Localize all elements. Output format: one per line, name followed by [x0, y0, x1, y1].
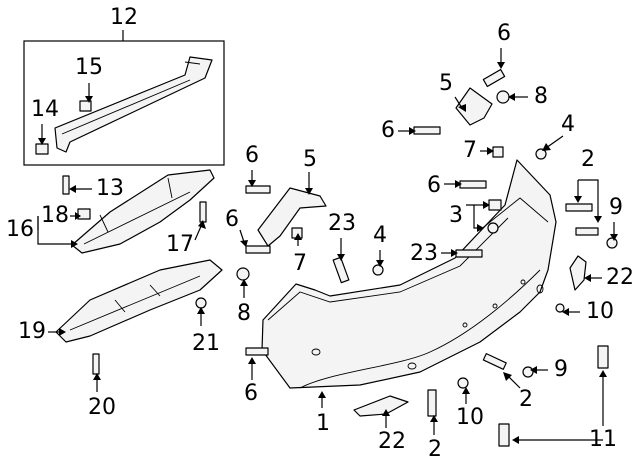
callout-6-b: 6 — [225, 207, 239, 232]
callout-1: 1 — [316, 411, 330, 436]
callout-6-a: 6 — [245, 143, 259, 168]
callout-17: 17 — [166, 232, 194, 257]
callout-18: 18 — [41, 203, 69, 228]
side-reflector — [569, 255, 587, 291]
callout-6-f: 6 — [427, 173, 441, 198]
callout-21: 21 — [192, 331, 220, 356]
fasteners — [62, 68, 618, 447]
callout-6-d: 6 — [497, 21, 511, 46]
side-bracket-center — [257, 187, 327, 247]
callout-2-c: 2 — [519, 387, 533, 412]
lower-shield — [55, 259, 223, 343]
callout-7-b: 7 — [463, 138, 477, 163]
clip-part-15 — [79, 100, 92, 112]
callout-6-c: 6 — [244, 381, 258, 406]
callout-16: 16 — [6, 217, 34, 242]
callout-11: 11 — [589, 427, 617, 452]
clip-part-14 — [35, 143, 49, 155]
callout-22-b: 22 — [606, 265, 634, 290]
trim-strip-part — [54, 56, 213, 153]
callout-8-b: 8 — [534, 84, 548, 109]
inset-box-12 — [23, 30, 225, 166]
callout-9-a: 9 — [609, 195, 623, 220]
callout-19: 19 — [18, 319, 46, 344]
callout-10-a: 10 — [456, 405, 484, 430]
callout-2-b: 2 — [581, 147, 595, 172]
callout-13: 13 — [96, 176, 124, 201]
side-bracket-right — [455, 87, 493, 126]
impact-bar — [71, 169, 215, 254]
callout-6-e: 6 — [381, 118, 395, 143]
callout-12: 12 — [110, 5, 138, 30]
callout-9-b: 9 — [554, 357, 568, 382]
callout-4-b: 4 — [561, 112, 575, 137]
callout-15: 15 — [75, 55, 103, 80]
lower-valance — [353, 395, 409, 417]
bumper-cover — [261, 159, 557, 389]
callout-23-a: 23 — [328, 211, 356, 236]
callout-3: 3 — [449, 203, 463, 228]
callout-5-a: 5 — [303, 147, 317, 172]
callout-20: 20 — [88, 395, 116, 420]
callout-10-b: 10 — [586, 299, 614, 324]
callout-14: 14 — [31, 97, 59, 122]
callout-8-a: 8 — [237, 301, 251, 326]
callout-5-b: 5 — [439, 71, 453, 96]
callout-4-a: 4 — [373, 223, 387, 248]
callout-22-a: 22 — [378, 429, 406, 454]
leader-lines — [37, 48, 618, 444]
callout-23-b: 23 — [410, 241, 438, 266]
callout-7-a: 7 — [293, 251, 307, 276]
callout-2-a: 2 — [428, 437, 442, 462]
